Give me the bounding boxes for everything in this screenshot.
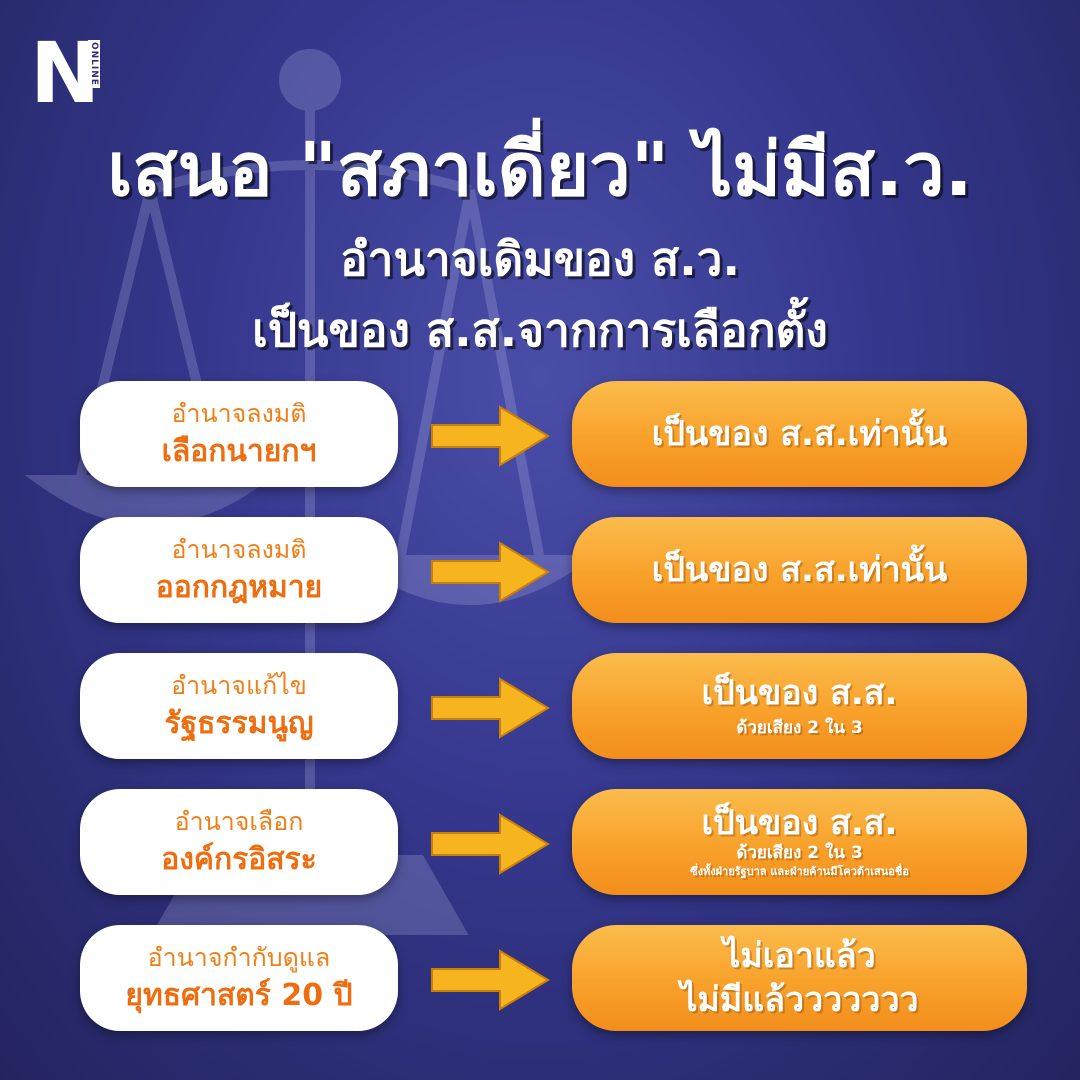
power-result-main: เป็นของ ส.ส.เท่านั้น [651,550,948,590]
power-label-line2: ยุทธศาสตร์ 20 ปี [125,978,353,1013]
power-row: อำนาจกำกับดูแล ยุทธศาสตร์ 20 ปี ไม่เอาแล… [0,925,1080,1040]
arrow-right-icon [431,813,550,875]
power-row: อำนาจลงมติ ออกกฎหมาย เป็นของ ส.ส.เท่านั้… [0,517,1080,632]
power-result-sub: ด้วยเสียง 2 ใน 3 [736,843,863,863]
logo-tag: ONLINE [88,40,100,88]
power-label-line2: องค์กรอิสระ [161,842,317,877]
arrow-right-icon [431,677,550,739]
power-result-main: เป็นของ ส.ส.เท่านั้น [651,414,948,454]
headline-subtitle-1: อำนาจเดิมของ ส.ว. [339,232,740,286]
power-result: เป็นของ ส.ส. ด้วยเสียง 2 ใน 3 [572,653,1027,759]
power-label-line2: ออกกฎหมาย [155,570,323,605]
power-result-main: เป็นของ ส.ส. [701,803,898,843]
power-label-line1: อำนาจแก้ไข [171,671,307,700]
power-label-line2: รัฐธรรมนูญ [164,706,314,741]
power-row: อำนาจแก้ไข รัฐธรรมนูญ เป็นของ ส.ส. ด้วยเ… [0,653,1080,768]
power-result: เป็นของ ส.ส.เท่านั้น [572,381,1027,487]
power-result: เป็นของ ส.ส.เท่านั้น [572,517,1027,623]
arrow-right-icon [431,949,550,1011]
logo-letter: N [30,24,100,122]
power-label-line2: เลือกนายกฯ [161,434,317,469]
power-result-note: ซึ่งทั้งฝ่ายรัฐบาล และฝ่ายค้านมีโควต้าเส… [690,865,909,878]
power-label-line1: อำนาจกำกับดูแล [147,943,331,972]
power-label: อำนาจกำกับดูแล ยุทธศาสตร์ 20 ปี [80,925,398,1031]
power-label: อำนาจเลือก องค์กรอิสระ [80,789,398,895]
brand-logo: N ONLINE [30,24,112,122]
arrow-right-icon [431,405,550,467]
power-row: อำนาจเลือก องค์กรอิสระ เป็นของ ส.ส. ด้วย… [0,789,1080,904]
power-label-line1: อำนาจเลือก [174,807,304,836]
power-label: อำนาจแก้ไข รัฐธรรมนูญ [80,653,398,759]
power-result-line2: ไม่มีแล้ววววววว [680,980,919,1020]
power-result: ไม่เอาแล้ว ไม่มีแล้ววววววว [572,925,1027,1031]
power-result-sub: ด้วยเสียง 2 ใน 3 [736,718,863,738]
arrow-right-icon [431,541,550,603]
power-label-line1: อำนาจลงมติ [171,399,307,428]
power-row: อำนาจลงมติ เลือกนายกฯ เป็นของ ส.ส.เท่านั… [0,381,1080,496]
power-result: เป็นของ ส.ส. ด้วยเสียง 2 ใน 3 ซึ่งทั้งฝ่… [572,789,1027,895]
power-label: อำนาจลงมติ ออกกฎหมาย [80,517,398,623]
power-label: อำนาจลงมติ เลือกนายกฯ [80,381,398,487]
headline-subtitle-2: เป็นของ ส.ส.จากการเลือกตั้ง [252,303,828,357]
power-result-line1: ไม่เอาแล้ว [723,936,876,976]
headline-title: เสนอ "สภาเดี่ยว" ไม่มีส.ว. [107,127,973,213]
power-result-main: เป็นของ ส.ส. [701,673,898,713]
power-label-line1: อำนาจลงมติ [171,535,307,564]
headline: เสนอ "สภาเดี่ยว" ไม่มีส.ว. อำนาจเดิมของ … [0,118,1080,366]
